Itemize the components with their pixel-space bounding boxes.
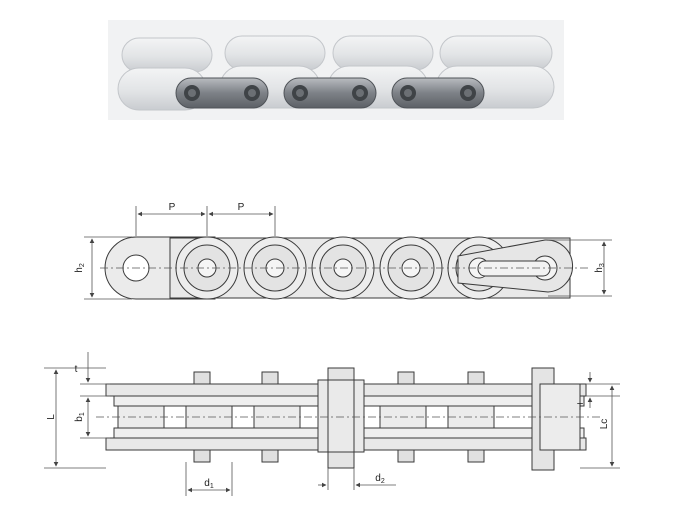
d1-label: d1	[204, 478, 214, 490]
L-label: L	[46, 414, 57, 420]
pitch-label: P	[169, 202, 176, 213]
b1-label: b1	[74, 412, 86, 422]
photo-white-links-top	[121, 35, 553, 73]
h3-dimension	[548, 239, 612, 297]
chain-photo	[108, 20, 564, 120]
photo-metal-plates	[175, 77, 485, 109]
b1-letter: b	[74, 416, 85, 422]
d1-dimension	[185, 462, 233, 496]
d2-letter: d	[375, 473, 381, 484]
d2-label: d2	[375, 473, 385, 485]
d1-letter: d	[204, 478, 210, 489]
t-label: t	[75, 364, 78, 375]
top-view-drawing	[105, 367, 587, 471]
h3-label: h3	[594, 263, 606, 273]
photo-pin-heads	[184, 85, 476, 101]
h2-subscript: 2	[79, 263, 86, 267]
b1-subscript: 1	[79, 412, 86, 416]
h3-subscript: 3	[599, 263, 606, 267]
h2-dimension	[84, 236, 132, 300]
h2-label: h2	[74, 263, 86, 273]
right-dimensions	[580, 372, 620, 469]
d2-dimension	[318, 468, 396, 490]
T-label: T	[577, 402, 583, 413]
pitch-label-2: P	[238, 202, 245, 213]
h2-letter: h	[74, 267, 85, 273]
pitch-dimension	[135, 206, 276, 236]
Lc-label: Lc	[599, 419, 610, 430]
left-dimensions	[44, 352, 110, 469]
d1-subscript: 1	[210, 483, 214, 490]
h3-letter: h	[594, 267, 605, 273]
d2-subscript: 2	[381, 478, 385, 485]
